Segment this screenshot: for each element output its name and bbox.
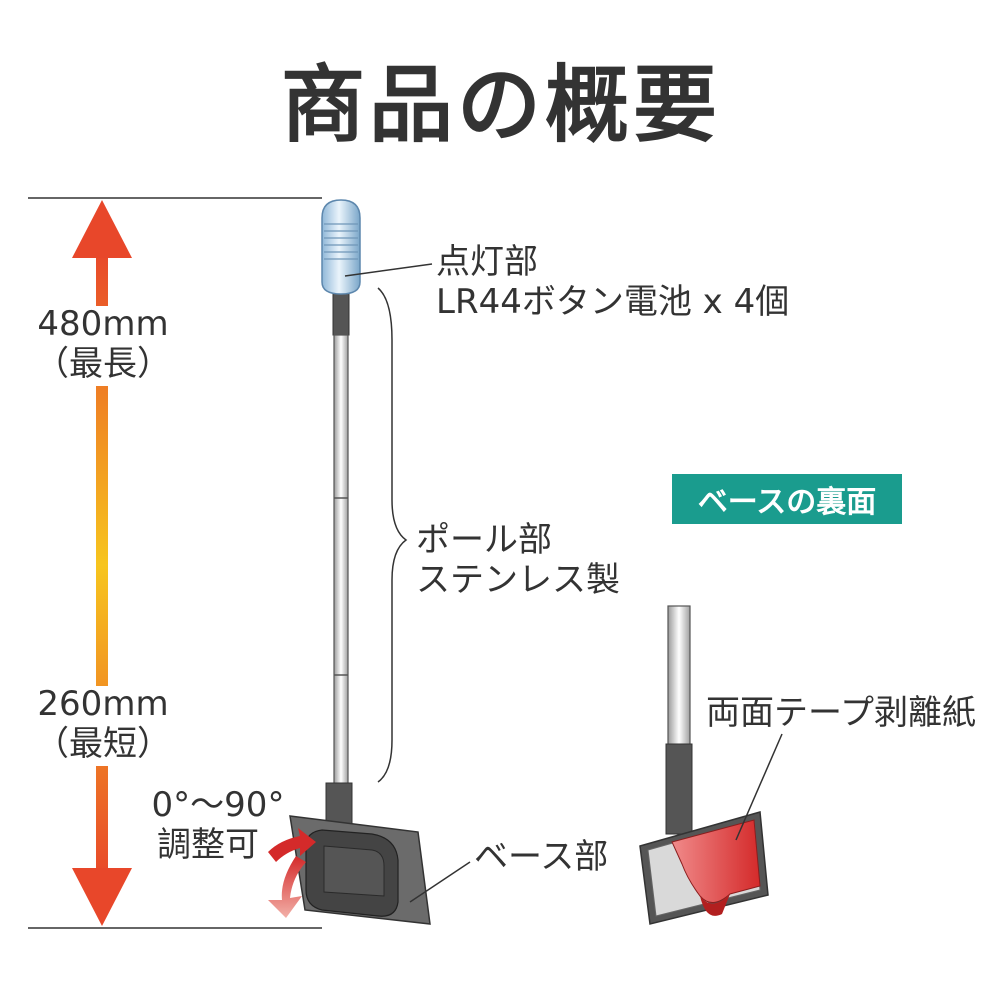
min-length-label: 260mm: [37, 684, 169, 724]
pole: [325, 289, 353, 864]
back-side-badge: ベースの裏面: [672, 474, 902, 524]
back-side-pole: [665, 605, 693, 835]
light-bulb: [321, 199, 361, 295]
base-leader-line: [409, 861, 471, 903]
pole-part-label: ポール部: [416, 520, 552, 560]
light-part-label: 点灯部: [436, 242, 538, 282]
max-length-note: （最長）: [35, 344, 171, 384]
battery-label: LR44ボタン電池 x 4個: [436, 282, 790, 322]
light-leader-line: [344, 263, 433, 277]
page-title: 商品の概要: [280, 56, 721, 154]
tape-release-paper: [671, 819, 761, 903]
base-part-label: ベース部: [474, 837, 609, 877]
back-side-base: [639, 811, 769, 925]
base: [289, 815, 431, 925]
max-length-label: 480mm: [37, 304, 169, 344]
pole-brace: [377, 287, 408, 783]
min-length-note: （最短）: [35, 724, 171, 764]
angle-adjust-note: 調整可: [157, 825, 259, 865]
pole-material-label: ステンレス製: [416, 560, 620, 600]
tape-leader-line: [735, 733, 783, 841]
tape-label: 両面テープ剥離紙: [706, 693, 976, 733]
rotation-arrow: [268, 856, 306, 918]
angle-range-label: 0°〜90°: [151, 785, 285, 825]
